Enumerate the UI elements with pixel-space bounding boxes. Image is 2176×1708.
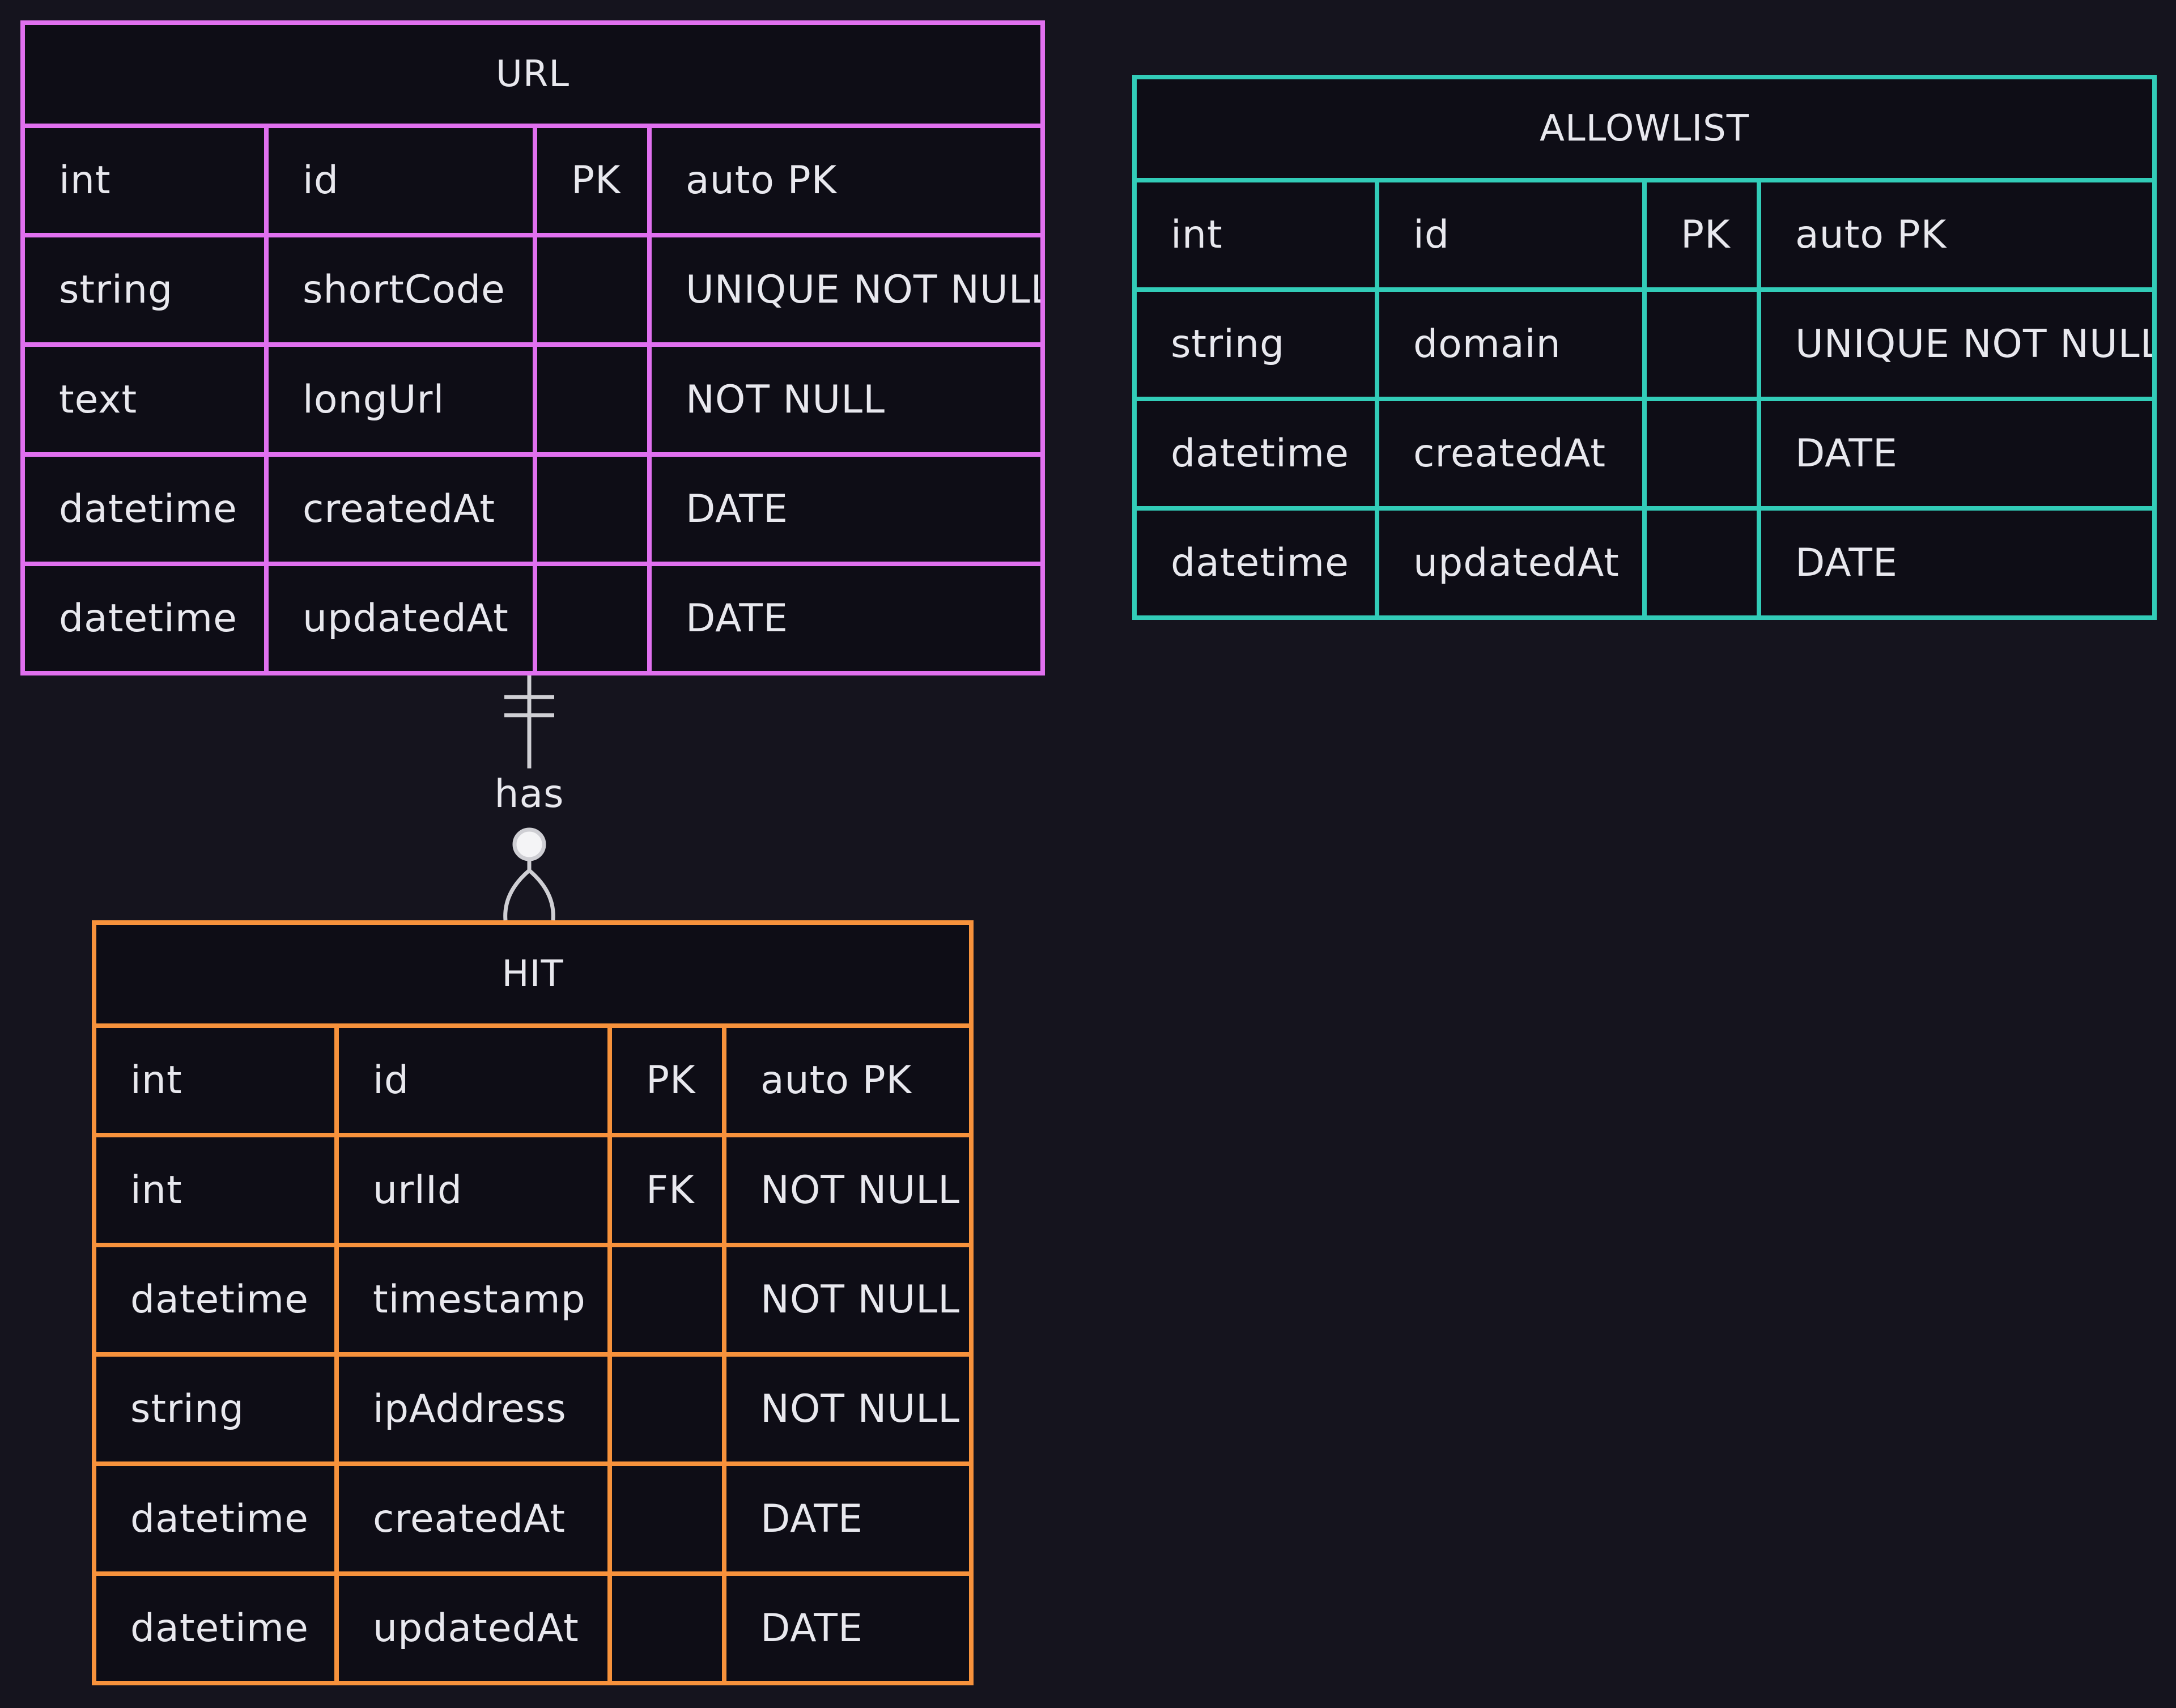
attribute-row: datetime updatedAt DATE [92, 1571, 974, 1686]
attribute-type: datetime [92, 1242, 339, 1357]
entity-url-title: URL [20, 20, 1046, 129]
attribute-key [1642, 287, 1761, 401]
attribute-type: int [1132, 177, 1379, 292]
attribute-key: PK [607, 1023, 726, 1138]
attribute-comment: NOT NULL [721, 1133, 974, 1247]
attribute-key [607, 1571, 726, 1686]
attribute-type: datetime [92, 1571, 339, 1686]
attribute-type: datetime [92, 1461, 339, 1576]
attribute-row: datetime timestamp NOT NULL [92, 1242, 974, 1357]
attribute-name: ipAddress [334, 1352, 612, 1467]
attribute-type: string [92, 1352, 339, 1467]
attribute-name: longUrl [264, 342, 537, 457]
attribute-key: PK [533, 124, 652, 238]
attribute-name: updatedAt [334, 1571, 612, 1686]
attribute-comment: UNIQUE NOT NULL [647, 233, 1046, 347]
crows-foot-left [503, 869, 531, 921]
attribute-name: timestamp [334, 1242, 612, 1357]
attribute-key [607, 1242, 726, 1357]
attribute-row: datetime createdAt DATE [20, 452, 1046, 566]
attribute-key [607, 1352, 726, 1467]
attribute-row: datetime updatedAt DATE [20, 561, 1046, 676]
entity-hit-table: HIT int id PK auto PK int urlId FK NOT N… [91, 920, 974, 1686]
attribute-type: text [20, 342, 269, 457]
relationship-label: has [494, 772, 564, 817]
crows-foot-right [528, 869, 555, 921]
attribute-row: datetime createdAt DATE [92, 1461, 974, 1576]
attribute-name: id [1375, 177, 1647, 292]
attribute-name: domain [1375, 287, 1647, 401]
attribute-key: FK [607, 1133, 726, 1247]
attribute-row: string domain UNIQUE NOT NULL [1132, 287, 2157, 401]
entity-url[interactable]: URL int id PK auto PK string shortCode U… [20, 20, 1054, 689]
attribute-comment: NOT NULL [721, 1352, 974, 1467]
attribute-key [1642, 505, 1761, 621]
attribute-row: datetime updatedAt DATE [1132, 505, 2157, 621]
entity-hit-title: HIT [91, 920, 974, 1029]
attribute-row: text longUrl NOT NULL [20, 342, 1046, 457]
attribute-key [607, 1461, 726, 1576]
attribute-name: shortCode [264, 233, 537, 347]
attribute-comment: auto PK [647, 124, 1046, 238]
attribute-type: datetime [20, 452, 269, 566]
attribute-row: int urlId FK NOT NULL [92, 1133, 974, 1247]
attribute-row: int id PK auto PK [20, 124, 1046, 238]
attribute-comment: DATE [647, 452, 1046, 566]
zero-circle-icon [512, 827, 546, 861]
attribute-comment: auto PK [1756, 177, 2157, 292]
attribute-type: string [20, 233, 269, 347]
attribute-type: int [92, 1133, 339, 1247]
attribute-name: id [334, 1023, 612, 1138]
attribute-row: int id PK auto PK [92, 1023, 974, 1138]
attribute-key [533, 561, 652, 676]
attribute-comment: DATE [1756, 505, 2157, 621]
attribute-comment: DATE [647, 561, 1046, 676]
attribute-comment: DATE [721, 1461, 974, 1576]
attribute-row: string shortCode UNIQUE NOT NULL [20, 233, 1046, 347]
attribute-comment: DATE [1756, 396, 2157, 511]
attribute-key [533, 452, 652, 566]
attribute-type: int [92, 1023, 339, 1138]
attribute-name: createdAt [264, 452, 537, 566]
attribute-type: string [1132, 287, 1379, 401]
attribute-row: datetime createdAt DATE [1132, 396, 2157, 511]
entity-url-table: URL int id PK auto PK string shortCode U… [20, 20, 1046, 676]
attribute-row: string ipAddress NOT NULL [92, 1352, 974, 1467]
attribute-key: PK [1642, 177, 1761, 292]
attribute-name: urlId [334, 1133, 612, 1247]
attribute-type: datetime [1132, 396, 1379, 511]
attribute-key [533, 342, 652, 457]
attribute-name: id [264, 124, 537, 238]
attribute-type: datetime [1132, 505, 1379, 621]
attribute-name: updatedAt [1375, 505, 1647, 621]
attribute-name: updatedAt [264, 561, 537, 676]
entity-allowlist-table: ALLOWLIST int id PK auto PK string domai… [1132, 75, 2157, 621]
entity-hit[interactable]: HIT int id PK auto PK int urlId FK NOT N… [91, 920, 983, 1699]
attribute-comment: auto PK [721, 1023, 974, 1138]
attribute-key [1642, 396, 1761, 511]
attribute-type: datetime [20, 561, 269, 676]
attribute-comment: UNIQUE NOT NULL [1756, 287, 2157, 401]
attribute-name: createdAt [1375, 396, 1647, 511]
attribute-name: createdAt [334, 1461, 612, 1576]
attribute-comment: NOT NULL [721, 1242, 974, 1357]
entity-allowlist[interactable]: ALLOWLIST int id PK auto PK string domai… [1132, 75, 2166, 634]
entity-allowlist-title: ALLOWLIST [1132, 75, 2157, 182]
attribute-row: int id PK auto PK [1132, 177, 2157, 292]
attribute-comment: DATE [721, 1571, 974, 1686]
attribute-type: int [20, 124, 269, 238]
attribute-key [533, 233, 652, 347]
attribute-comment: NOT NULL [647, 342, 1046, 457]
